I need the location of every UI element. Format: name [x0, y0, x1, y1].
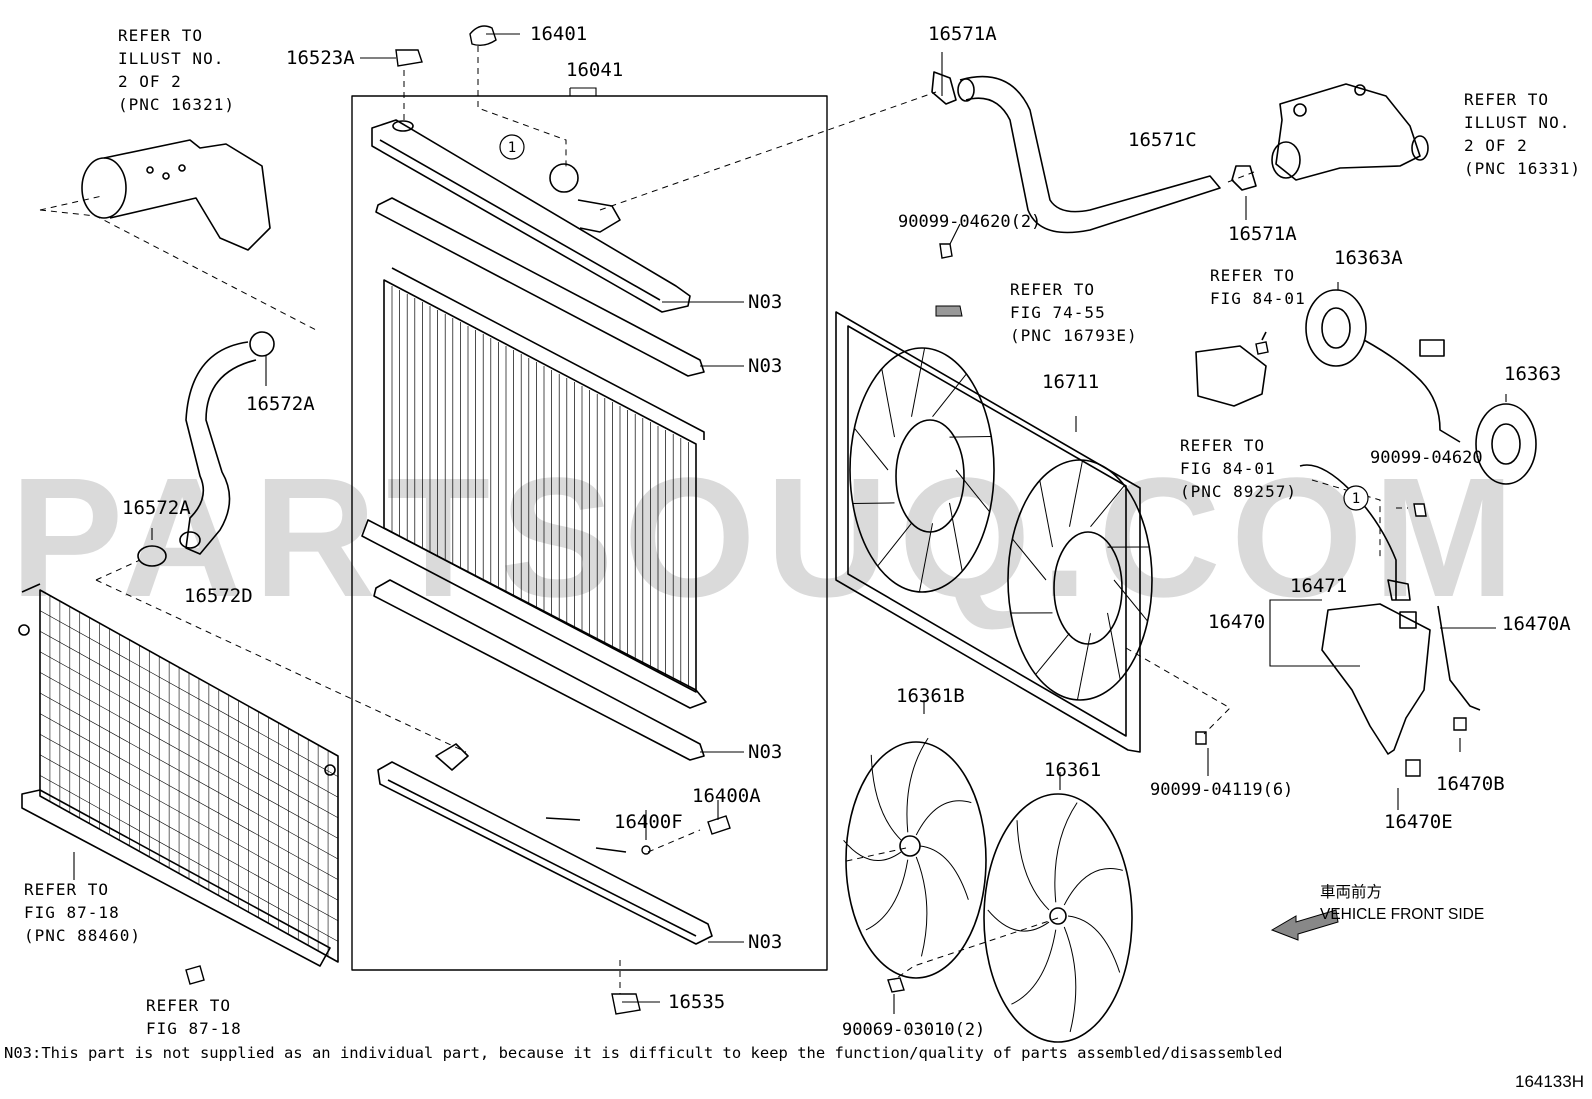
label-16471: 16471: [1290, 575, 1348, 597]
label-N03-2: N03: [748, 355, 783, 377]
cap-16470E: [1405, 759, 1421, 777]
upper-gasket: [375, 197, 705, 377]
refer-label-plate: [935, 305, 963, 317]
reserve-tank: [1299, 464, 1481, 755]
lower-gasket: [373, 579, 705, 761]
label-N03-1: N03: [748, 291, 783, 313]
circle-label-1a: 1: [508, 140, 516, 156]
radiator-hose-upper: [931, 71, 1257, 234]
fan-motor-16363A: [1305, 289, 1461, 443]
refer-fig-87-18: REFER TO FIG 87-18: [146, 996, 242, 1038]
cushion-16535: [611, 993, 641, 1015]
label-16041: 16041: [566, 59, 624, 81]
label-16470A: 16470A: [1502, 613, 1571, 635]
label-16572A-left: 16572A: [122, 497, 191, 519]
refer-pnc-88460: REFER TO FIG 87-18 (PNC 88460): [24, 880, 141, 945]
grommet-16523A: [395, 49, 423, 67]
illustration-code: 164133H: [1514, 1072, 1584, 1091]
label-90069-03010-2: 90069-03010(2): [842, 1020, 986, 1040]
label-16711: 16711: [1042, 371, 1100, 393]
refer-fig-84-01: REFER TO FIG 84-01: [1210, 266, 1306, 308]
label-N03-4: N03: [748, 931, 783, 953]
refer-pnc-16331: REFER TO ILLUST NO. 2 OF 2 (PNC 16331): [1464, 90, 1581, 178]
label-16363: 16363: [1504, 363, 1562, 385]
cap-16401: [469, 25, 497, 47]
label-16361: 16361: [1044, 759, 1102, 781]
label-16401: 16401: [530, 23, 588, 45]
label-16572A-top: 16572A: [246, 393, 315, 415]
footnote-N03: N03:This part is not supplied as an indi…: [4, 1044, 1283, 1062]
label-16470B: 16470B: [1436, 773, 1505, 795]
label-16571A-top: 16571A: [928, 23, 997, 45]
refer-pnc-89257: REFER TO FIG 84-01 (PNC 89257): [1180, 436, 1297, 501]
leader-16041: [569, 87, 597, 96]
fan-blade-16361: [983, 793, 1133, 1043]
condenser-grid: [39, 589, 339, 963]
label-16470: 16470: [1208, 611, 1266, 633]
label-16535: 16535: [668, 991, 726, 1013]
label-90099-04620: 90099-04620: [1370, 448, 1483, 468]
watermark: PARTSOUQ.COM: [10, 443, 1525, 633]
vehicle-front-jp: 車両前方: [1320, 884, 1383, 901]
fan-shroud-spokes: [852, 347, 1150, 701]
circle-marker-1b: [1343, 485, 1369, 511]
label-N03-3: N03: [748, 741, 783, 763]
bolt-90099-04620: [939, 243, 953, 259]
fan-motor-16363: [1475, 403, 1537, 485]
label-16523A: 16523A: [286, 47, 355, 69]
bolt-refer-87-18: [185, 965, 205, 985]
clip-16470B: [1453, 717, 1467, 731]
bolt-90099-04620-b: [1413, 503, 1427, 517]
vehicle-front-en: VEHICLE FRONT SIDE: [1320, 906, 1485, 923]
water-outlet-housing: [1271, 83, 1429, 181]
fan-blade-16361B: [845, 741, 987, 979]
label-16361B: 16361B: [896, 685, 965, 707]
circle-label-1b: 1: [1352, 491, 1360, 507]
refer-pnc-16793E: REFER TO FIG 74-55 (PNC 16793E): [1010, 280, 1138, 345]
bolt-90099-04119: [1195, 731, 1207, 745]
bolt-refer-84-01: [1255, 341, 1269, 355]
fan-relay-block: [1195, 331, 1267, 407]
o-ring-16400F: [641, 845, 651, 855]
label-90099-04620-2: 90099-04620(2): [898, 212, 1042, 232]
label-90099-04119-6: 90099-04119(6): [1150, 780, 1294, 800]
refer-pnc-16321: REFER TO ILLUST NO. 2 OF 2 (PNC 16321): [118, 26, 235, 114]
radiator-core: [361, 267, 707, 709]
vehicle-front-arrow: [1270, 909, 1339, 941]
radiator-assembly-frame: [351, 95, 828, 971]
label-16571A-bottom: 16571A: [1228, 223, 1297, 245]
lower-tank: [377, 743, 713, 945]
circle-marker-1a: [499, 134, 525, 160]
radiator-core-fins: [391, 286, 697, 692]
label-16572D: 16572D: [184, 585, 253, 607]
label-16363A: 16363A: [1334, 247, 1403, 269]
radiator-hose-lower: [137, 331, 275, 567]
label-16470E: 16470E: [1384, 811, 1453, 833]
label-16571C: 16571C: [1128, 129, 1197, 151]
drain-plug-16400A: [707, 815, 731, 835]
label-16400A: 16400A: [692, 785, 761, 807]
water-inlet-pipe: [81, 139, 271, 251]
nut-90069-03010: [887, 977, 905, 993]
vehicle-front-label: 車両前方 VEHICLE FRONT SIDE: [1320, 882, 1484, 926]
upper-tank: [371, 119, 691, 313]
label-16400F: 16400F: [614, 811, 683, 833]
